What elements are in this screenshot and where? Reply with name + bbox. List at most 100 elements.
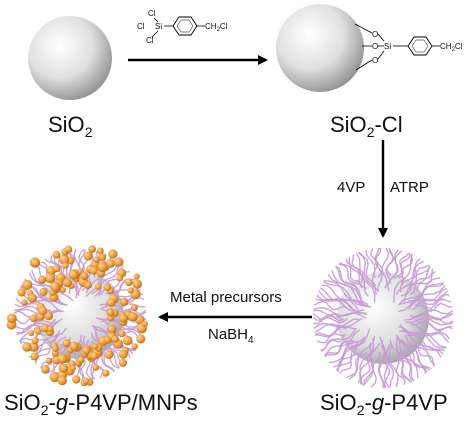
- svg-text:Cl: Cl: [146, 36, 154, 45]
- polymer-chain: [388, 250, 403, 284]
- metal-nanoparticle: [96, 247, 104, 255]
- reagent-nabh4: NaBH4: [208, 326, 254, 346]
- svg-text:O: O: [372, 42, 378, 51]
- metal-nanoparticle: [108, 249, 118, 259]
- metal-nanoparticle: [106, 298, 116, 307]
- metal-nanoparticle: [113, 257, 124, 267]
- metal-nanoparticle: [119, 313, 128, 323]
- polymer-chain: [14, 319, 57, 330]
- metal-nanoparticle: [69, 341, 79, 351]
- polymer-chain: [369, 248, 379, 278]
- reagent-metal-precursors: Metal precursors: [170, 289, 282, 306]
- polymer-chain: [65, 249, 79, 290]
- polymer-chain: [313, 318, 360, 330]
- polymer-chain: [313, 317, 349, 325]
- metal-nanoparticle: [39, 287, 48, 297]
- polymer-chain: [323, 340, 355, 357]
- metal-nanoparticle: [22, 279, 33, 290]
- polymer-chain: [324, 329, 361, 358]
- polymer-chain: [360, 354, 371, 386]
- polymer-chain: [322, 281, 372, 308]
- metal-nanoparticle: [93, 256, 100, 263]
- metal-nanoparticle: [34, 328, 42, 335]
- metal-nanoparticle: [104, 350, 114, 359]
- polymer-chain: [396, 335, 419, 379]
- metal-nanoparticle: [45, 357, 53, 364]
- polymer-chain: [73, 334, 82, 382]
- sio2-g-p4vp-mnps-label: SiO2-g-P4VP/MNPs: [4, 390, 198, 418]
- metal-nanoparticle: [84, 281, 92, 290]
- polymer-chain: [393, 254, 413, 304]
- polymer-chain: [314, 326, 347, 337]
- benzene-ring: [172, 16, 198, 36]
- polymer-chain: [318, 290, 355, 311]
- metal-nanoparticle: [59, 287, 66, 293]
- sio2-label: SiO2: [48, 112, 93, 140]
- metal-nanoparticle: [64, 245, 73, 254]
- polymer-chain: [363, 346, 378, 386]
- polymer-chain: [419, 326, 450, 343]
- polymer-chain: [389, 342, 413, 383]
- polymer-chain: [422, 322, 453, 332]
- metal-nanoparticle: [88, 245, 96, 254]
- mnp-sphere: [6, 245, 148, 387]
- surface-group: O O O Si CH2Cl: [354, 23, 463, 71]
- silica-sphere: [28, 16, 112, 100]
- metal-nanoparticle: [82, 346, 91, 355]
- polymer-chain: [98, 261, 120, 297]
- metal-nanoparticle: [122, 335, 133, 346]
- metal-nanoparticle: [95, 283, 102, 290]
- polymer-chain: [414, 293, 450, 307]
- metal-nanoparticle: [41, 365, 50, 374]
- polymer-chain: [398, 282, 444, 306]
- metal-nanoparticle: [72, 375, 81, 384]
- polymer-chain: [358, 251, 377, 287]
- metal-nanoparticle: [30, 258, 40, 268]
- metal-nanoparticle: [92, 364, 99, 371]
- metal-nanoparticle: [92, 343, 99, 350]
- polymer-chain: [402, 329, 447, 349]
- svg-text:O: O: [372, 56, 378, 65]
- metal-nanoparticle: [132, 279, 142, 289]
- sio2-g-p4vp-label: SiO2-g-P4VP: [320, 390, 448, 418]
- reagent-4vp: 4VP: [337, 179, 365, 196]
- metal-nanoparticle: [128, 312, 138, 322]
- metal-nanoparticle: [118, 358, 127, 367]
- metal-nanoparticle: [28, 330, 35, 337]
- polymer-chain: [377, 345, 386, 389]
- polymer-chain: [113, 324, 142, 342]
- polymer-chain: [323, 279, 369, 306]
- metal-nanoparticle: [44, 311, 53, 321]
- polymer-chain: [398, 284, 446, 313]
- metal-nanoparticle: [90, 351, 99, 360]
- polymer-chain: [313, 309, 367, 319]
- polymer-chain: [395, 357, 412, 383]
- polymer-chain: [407, 287, 447, 310]
- metal-nanoparticle: [111, 335, 119, 343]
- svg-text:O: O: [372, 30, 378, 39]
- svg-text:Si: Si: [384, 42, 391, 51]
- metal-nanoparticle: [103, 336, 112, 344]
- metal-nanoparticle: [27, 293, 37, 303]
- metal-nanoparticle: [106, 308, 115, 317]
- polymer-chain: [18, 289, 60, 312]
- metal-nanoparticle: [80, 271, 89, 281]
- svg-text:Cl: Cl: [148, 9, 156, 18]
- polymer-chain: [398, 351, 415, 382]
- metal-nanoparticle: [120, 297, 129, 306]
- polymer-chain: [90, 332, 120, 370]
- polymer-chain: [319, 287, 359, 311]
- svg-text:Si: Si: [155, 22, 162, 31]
- polymer-chain: [384, 344, 395, 388]
- polymer-chain: [400, 253, 413, 284]
- polymer-chain: [409, 322, 451, 340]
- metal-nanoparticle: [83, 251, 93, 261]
- polymer-chain: [339, 262, 362, 284]
- polymer-chain: [387, 339, 399, 387]
- metal-nanoparticle: [103, 283, 112, 292]
- reagent-step1: Cl Cl Si Cl CH2Cl: [137, 9, 228, 45]
- metal-nanoparticle: [141, 320, 148, 327]
- metal-nanoparticle: [38, 275, 47, 284]
- polymer-chain: [410, 312, 454, 321]
- polymer-chain: [313, 300, 346, 311]
